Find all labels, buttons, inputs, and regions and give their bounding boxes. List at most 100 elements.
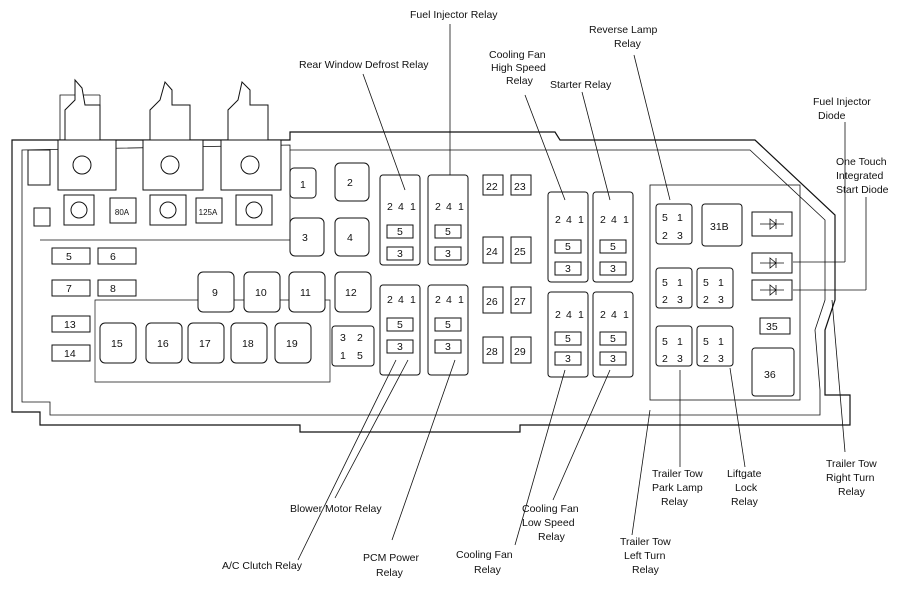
pin: 3 [565,353,571,365]
pin: 2 [555,309,561,321]
pin: 3 [610,263,616,275]
relay-pins-middle: 2 4 1 5 3 2 4 1 5 3 2 4 1 5 3 2 4 1 5 3 [555,214,629,365]
pin: 3 [677,230,683,242]
pin: 1 [623,309,629,321]
label-cooling-fan-high-speed-line3: Relay [506,75,534,87]
fuse-36: 36 [764,369,776,381]
label-reverse-lamp-line1: Reverse Lamp [589,24,657,36]
pin: 4 [611,309,617,321]
pin: 4 [398,201,404,213]
fuse-13: 13 [64,319,76,331]
pin: 5 [610,333,616,345]
pin: 2 [703,294,709,306]
label-one-touch-line3: Start Diode [836,184,889,196]
mini-fuse-slots [51,247,137,362]
pin: 5 [662,336,668,348]
pin: 3 [445,248,451,260]
pin: 5 [397,226,403,238]
fuse-4: 4 [347,232,353,244]
pin: 3 [610,353,616,365]
pin: 1 [718,336,724,348]
pin: 5 [565,241,571,253]
fuse-24: 24 [486,246,498,258]
pin: 1 [677,277,683,289]
pin: 2 [600,214,606,226]
cartridge-fuses [99,162,372,364]
pin: 5 [703,277,709,289]
pin: 2 [703,353,709,365]
pin: 3 [718,353,724,365]
pin: 5 [610,241,616,253]
fuse-12: 12 [345,287,357,299]
pin: 4 [446,294,452,306]
pin: 1 [458,294,464,306]
fuse-35: 35 [766,321,778,333]
ac-clutch-relay-socket [331,325,375,367]
relay-sockets-left [379,174,469,376]
relay-sockets-middle [547,191,634,378]
label-liftgate-lock-line3: Relay [731,496,759,508]
small-fuses-middle [482,174,532,364]
fuse-29: 29 [514,346,526,358]
pin: 5 [445,226,451,238]
pin: 2 [387,294,393,306]
label-trailer-tow-left-turn-line1: Trailer Tow [620,536,671,548]
pin: 1 [677,212,683,224]
pin: 5 [397,319,403,331]
pin: 2 [435,294,441,306]
fuse-19: 19 [286,338,298,350]
fuse-31b: 31B [710,221,729,233]
pin: 3 [677,353,683,365]
right-section [649,184,801,401]
pin: 2 [662,294,668,306]
pin: 2 [600,309,606,321]
label-trailer-tow-park-lamp-line3: Relay [661,496,689,508]
relay-pins-left: 2 4 1 5 3 2 4 1 5 3 2 4 1 5 3 2 4 1 5 3 [387,201,464,353]
fuse-15: 15 [111,338,123,350]
label-fuel-injector-diode-line2: Diode [818,110,846,122]
pin: 1 [677,336,683,348]
fuse-26: 26 [486,296,498,308]
fuse-25: 25 [514,246,526,258]
label-cooling-fan-line2: Relay [474,564,502,576]
fuse-16: 16 [157,338,169,350]
label-trailer-tow-park-lamp-line1: Trailer Tow [652,468,703,480]
ac-relay-pin-5: 5 [357,350,363,362]
fuse-1: 1 [300,179,306,191]
fuse-5: 5 [66,251,72,263]
pin: 4 [611,214,617,226]
callout-labels: Fuel Injector Relay Rear Window Defrost … [222,9,889,579]
fuse-8: 8 [110,283,116,295]
pin: 3 [445,341,451,353]
mega-fuse-80a-label: 80A [115,208,130,217]
ac-relay-pin-3: 3 [340,332,346,344]
relay-pins-right: 5 1 2 3 5 1 2 3 5 1 2 3 5 1 2 3 5 1 2 3 [662,212,724,365]
label-cooling-fan-low-speed-line1: Cooling Fan [522,503,579,515]
pin: 4 [446,201,452,213]
label-trailer-tow-left-turn-line3: Relay [632,564,660,576]
pin: 5 [662,212,668,224]
pin: 5 [565,333,571,345]
label-trailer-tow-left-turn-line2: Left Turn [624,550,666,562]
label-liftgate-lock-line1: Liftgate [727,468,762,480]
pin: 2 [387,201,393,213]
label-one-touch-line1: One Touch [836,156,887,168]
mega-fuse-connectors [27,78,282,227]
fuse-17: 17 [199,338,211,350]
pin: 2 [662,353,668,365]
pin: 1 [410,201,416,213]
label-trailer-tow-right-turn-line3: Relay [838,486,866,498]
fuse-18: 18 [242,338,254,350]
label-trailer-tow-park-lamp-line2: Park Lamp [652,482,703,494]
fuse-11: 11 [300,287,311,299]
pin: 4 [566,214,572,226]
pin: 2 [555,214,561,226]
pin: 5 [703,336,709,348]
pin: 5 [445,319,451,331]
label-liftgate-lock-line2: Lock [735,482,758,494]
fuse-9: 9 [212,287,218,299]
fuse-3: 3 [302,232,308,244]
label-cooling-fan-high-speed-line2: High Speed [491,62,546,74]
mega-fuse-125a-label: 125A [199,208,218,217]
